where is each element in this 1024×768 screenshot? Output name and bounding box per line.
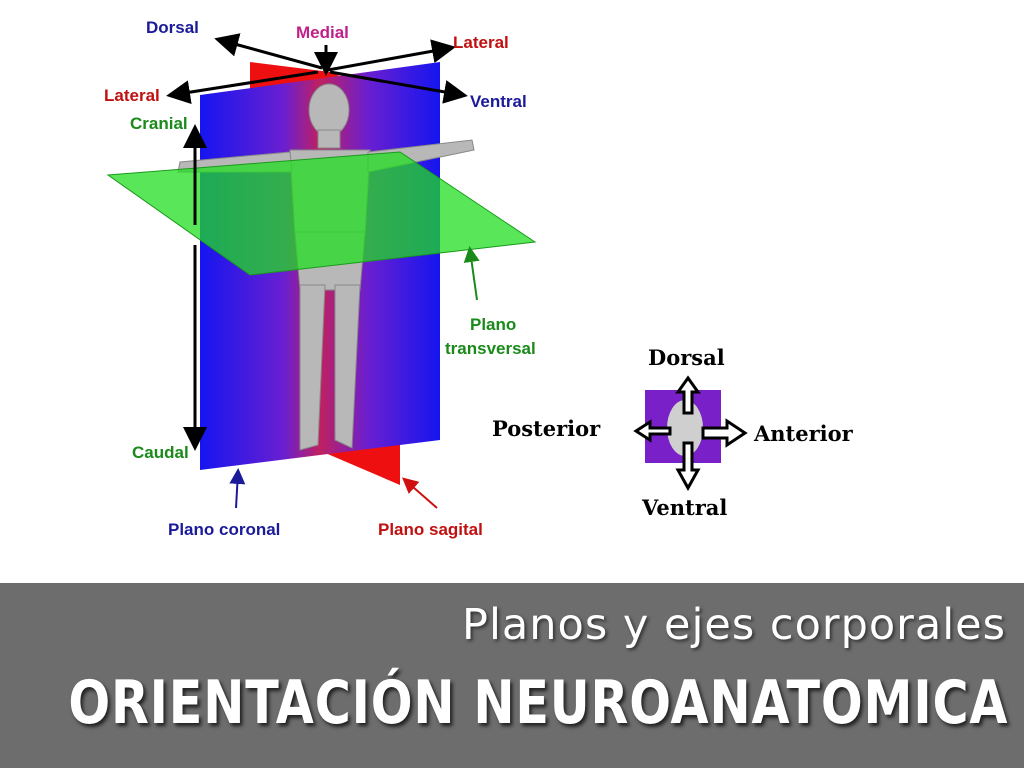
direction-arrows — [633, 375, 748, 492]
head-label-posterior: Posterior — [492, 416, 601, 441]
head-label-anterior: Anterior — [753, 421, 854, 446]
label-ventral: Ventral — [470, 92, 527, 111]
anatomy-planes-diagram: Dorsal Medial Lateral Lateral Ventral Cr… — [104, 18, 854, 539]
title-bar — [0, 583, 1024, 768]
head-label-dorsal: Dorsal — [648, 345, 725, 370]
label-lateral-right: Lateral — [453, 33, 509, 52]
label-plano-transversal-2: transversal — [445, 339, 536, 358]
label-lateral-left: Lateral — [104, 86, 160, 105]
slide-subtitle: Planos y ejes corporales — [462, 600, 1006, 650]
slide-title: ORIENTACIÓN NEUROANATOMICA — [68, 668, 1008, 738]
label-caudal: Caudal — [132, 443, 189, 462]
label-medial: Medial — [296, 23, 349, 42]
axis-arrows — [166, 33, 468, 451]
label-cranial: Cranial — [130, 114, 188, 133]
label-plano-transversal-1: Plano — [470, 315, 516, 334]
label-plano-sagital: Plano sagital — [378, 520, 483, 539]
transverse-plane — [106, 151, 537, 276]
label-plano-coronal: Plano coronal — [168, 520, 280, 539]
head-label-ventral: Ventral — [641, 495, 727, 520]
label-dorsal: Dorsal — [146, 18, 199, 37]
head-orientation-inset: Dorsal Posterior Anterior Ventral — [492, 345, 854, 520]
